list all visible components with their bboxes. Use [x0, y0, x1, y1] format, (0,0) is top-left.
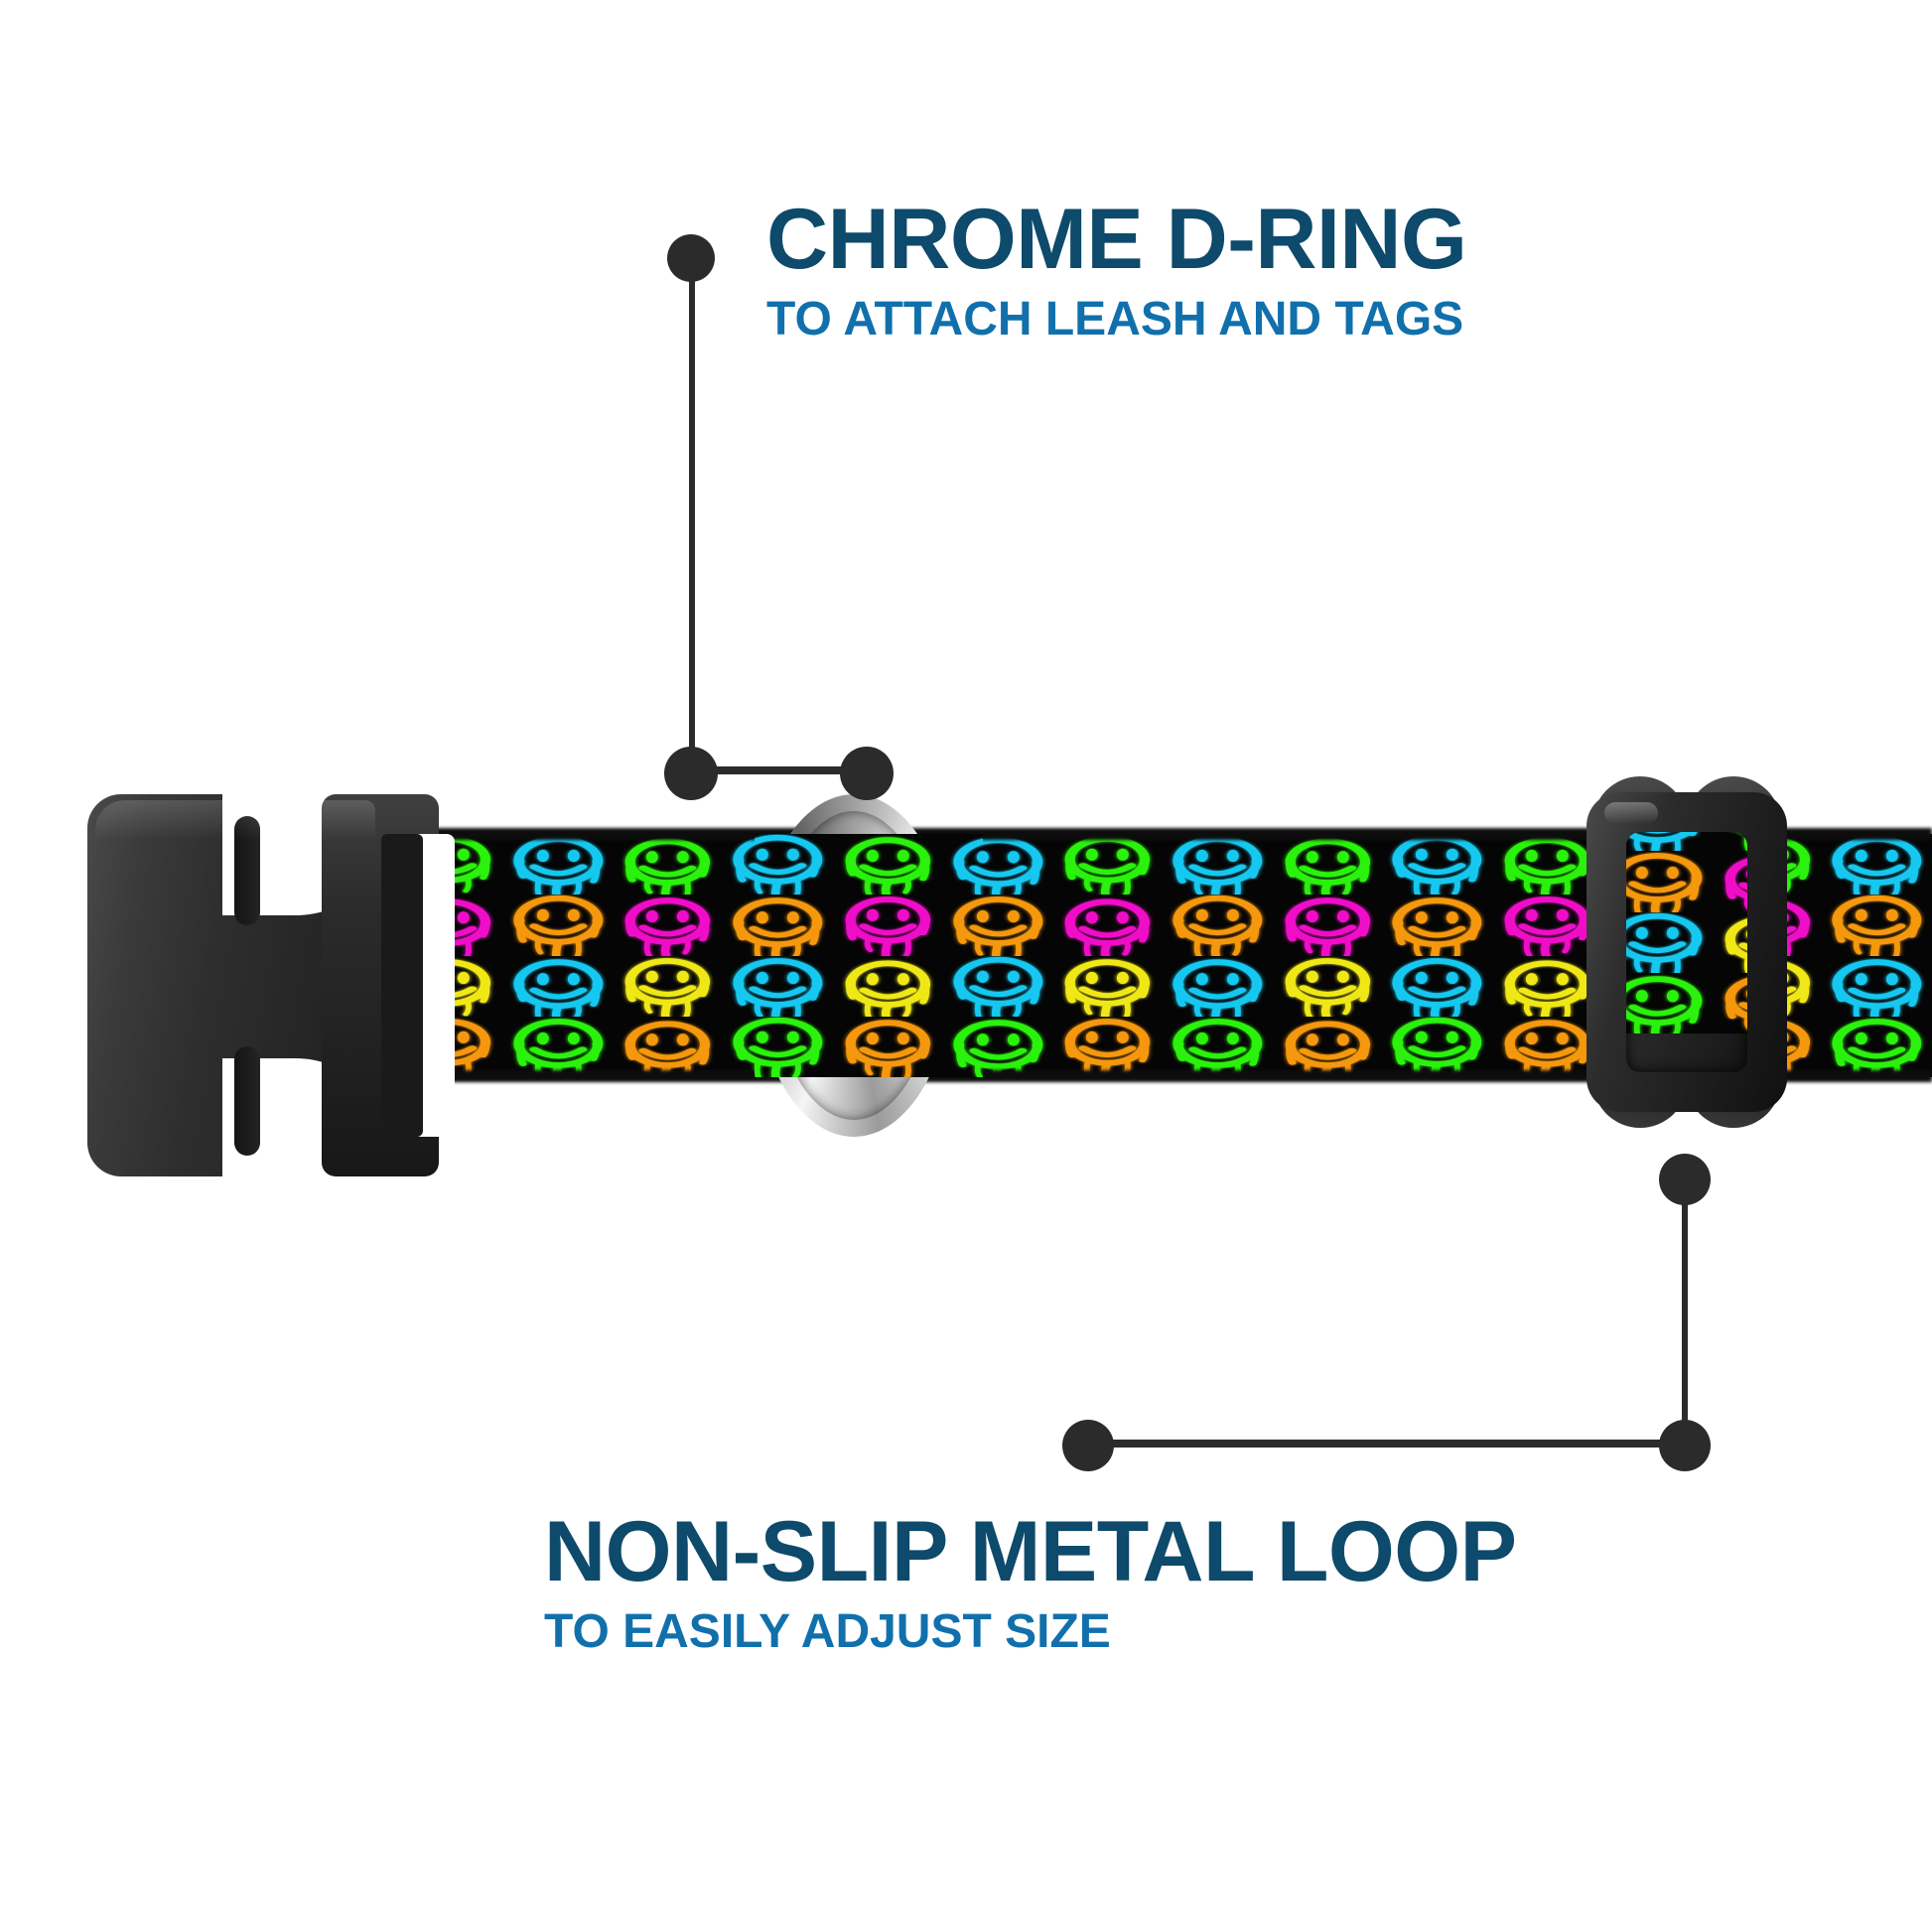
smiley-face — [1052, 895, 1163, 963]
leader-horizontal-top — [691, 766, 870, 774]
smiley-face — [833, 1017, 943, 1077]
smiley-face — [1492, 1017, 1602, 1077]
leader-dot-title — [667, 234, 715, 282]
slider-loop — [1587, 776, 1787, 1128]
smiley-face — [503, 1017, 614, 1077]
smiley-face — [1822, 956, 1932, 1027]
smiley-face — [943, 1017, 983, 1077]
smiley-face — [1273, 834, 1383, 902]
smiley-face — [1273, 1017, 1383, 1077]
smiley-face — [1273, 895, 1383, 967]
smiley-face — [833, 834, 943, 901]
smiley-face — [943, 895, 983, 956]
slider-gloss — [1604, 802, 1658, 824]
callout-title-chrome-d-ring: CHROME D-RING — [766, 192, 1467, 287]
callout-subtitle-chrome-d-ring: TO ATTACH LEASH AND TAGS — [766, 293, 1464, 345]
strap-pattern-over-dring — [755, 834, 983, 1077]
smiley-face — [1382, 895, 1492, 971]
smiley-face — [1382, 956, 1492, 1026]
callout-non-slip-metal-loop: NON-SLIP METAL LOOP TO EASILY ADJUST SIZ… — [544, 1509, 1517, 1656]
leader-dot-target-dring — [840, 747, 894, 800]
smiley-face — [1163, 1017, 1273, 1077]
smiley-face — [943, 834, 983, 901]
smiley-face — [1052, 834, 1163, 904]
leader-vertical-bottom — [1682, 1176, 1688, 1445]
smiley-face — [755, 895, 833, 966]
smiley-face — [1626, 832, 1713, 866]
smiley-face — [833, 895, 943, 966]
smiley-face — [1713, 851, 1747, 911]
buckle-slot-bottom — [234, 1046, 260, 1156]
smiley-face — [503, 956, 614, 1027]
smiley-face — [1163, 834, 1273, 908]
smiley-face — [755, 834, 833, 907]
smiley-face — [1052, 1017, 1163, 1077]
buckle-slot-top — [234, 816, 260, 925]
slider-window — [1626, 832, 1747, 1072]
buckle-highlight — [95, 800, 375, 840]
smiley-face — [613, 834, 723, 907]
smiley-face — [1163, 956, 1273, 1032]
smiley-face — [1626, 912, 1713, 985]
slider-window-pattern — [1626, 832, 1747, 1043]
buckle-throat — [381, 834, 423, 1137]
leader-horizontal-bottom — [1086, 1440, 1682, 1448]
callout-subtitle-non-slip-metal-loop: TO EASILY ADJUST SIZE — [544, 1605, 1111, 1658]
smiley-face — [1382, 1017, 1492, 1077]
smiley-face — [1492, 895, 1602, 961]
smiley-face — [833, 956, 943, 1024]
smiley-face — [1713, 832, 1747, 853]
smiley-face — [613, 895, 723, 962]
smiley-face — [1382, 834, 1492, 902]
smiley-face — [1626, 851, 1713, 920]
smiley-face — [613, 956, 723, 1027]
smiley-face — [613, 1017, 723, 1077]
smiley-face — [503, 834, 614, 903]
smiley-face — [1713, 973, 1747, 1034]
smiley-face — [503, 895, 614, 968]
strap-over-dring — [755, 834, 983, 1077]
side-release-buckle — [87, 788, 514, 1185]
smiley-face — [1052, 956, 1163, 1028]
smiley-face — [1822, 1017, 1932, 1077]
smiley-face — [1626, 973, 1713, 1043]
callout-chrome-d-ring: CHROME D-RING TO ATTACH LEASH AND TAGS — [766, 192, 1467, 345]
smiley-face — [1822, 895, 1932, 968]
smiley-face — [1713, 912, 1747, 975]
leader-dot-target-slider — [1659, 1154, 1711, 1205]
leader-dot-bottom-left — [1062, 1420, 1114, 1471]
smiley-face — [1273, 956, 1383, 1022]
smiley-face — [1822, 834, 1932, 903]
callout-title-non-slip-metal-loop: NON-SLIP METAL LOOP — [544, 1504, 1517, 1599]
smiley-face — [943, 956, 983, 1021]
smiley-face — [755, 1017, 833, 1077]
smiley-face — [755, 956, 833, 1031]
leader-vertical-top — [689, 256, 695, 772]
smiley-face — [1163, 895, 1273, 963]
